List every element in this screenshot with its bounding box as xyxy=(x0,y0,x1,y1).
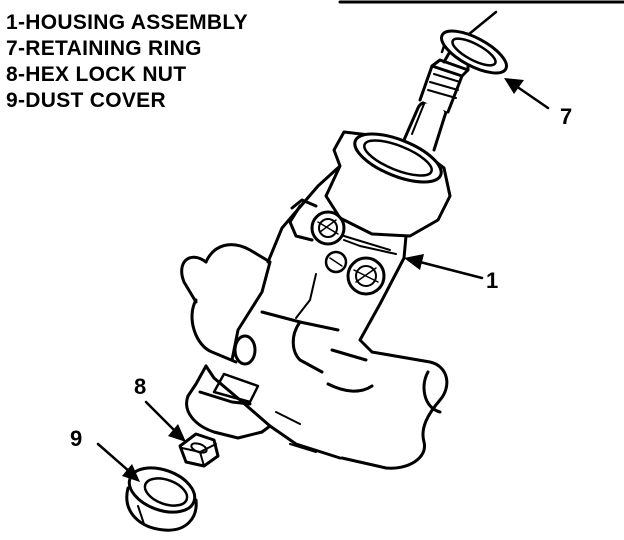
legend-item-hex-nut: 8-HEX LOCK NUT xyxy=(6,63,187,86)
callout-leaders xyxy=(96,78,550,482)
parts-legend: 1-HOUSING ASSEMBLY 7-RETAINING RING 8-HE… xyxy=(6,10,248,114)
leader-hex-nut xyxy=(144,400,178,434)
leader-housing xyxy=(418,260,484,280)
callout-dust-cover: 9 xyxy=(70,426,83,451)
leader-retaining-ring xyxy=(514,84,550,110)
callout-housing: 1 xyxy=(486,268,499,293)
legend-item-housing: 1-HOUSING ASSEMBLY xyxy=(6,11,248,34)
leader-dust-cover xyxy=(96,442,132,474)
hex-lock-nut xyxy=(178,432,220,468)
legend-item-dust-cover: 9-DUST COVER xyxy=(6,89,166,112)
housing-upper-block xyxy=(288,130,452,296)
callout-retaining-ring: 7 xyxy=(560,104,573,129)
retaining-ring xyxy=(440,29,508,75)
legend-item-retaining-ring: 7-RETAINING RING xyxy=(6,37,202,60)
dust-cover xyxy=(125,466,198,532)
callout-hex-nut: 8 xyxy=(134,374,147,399)
